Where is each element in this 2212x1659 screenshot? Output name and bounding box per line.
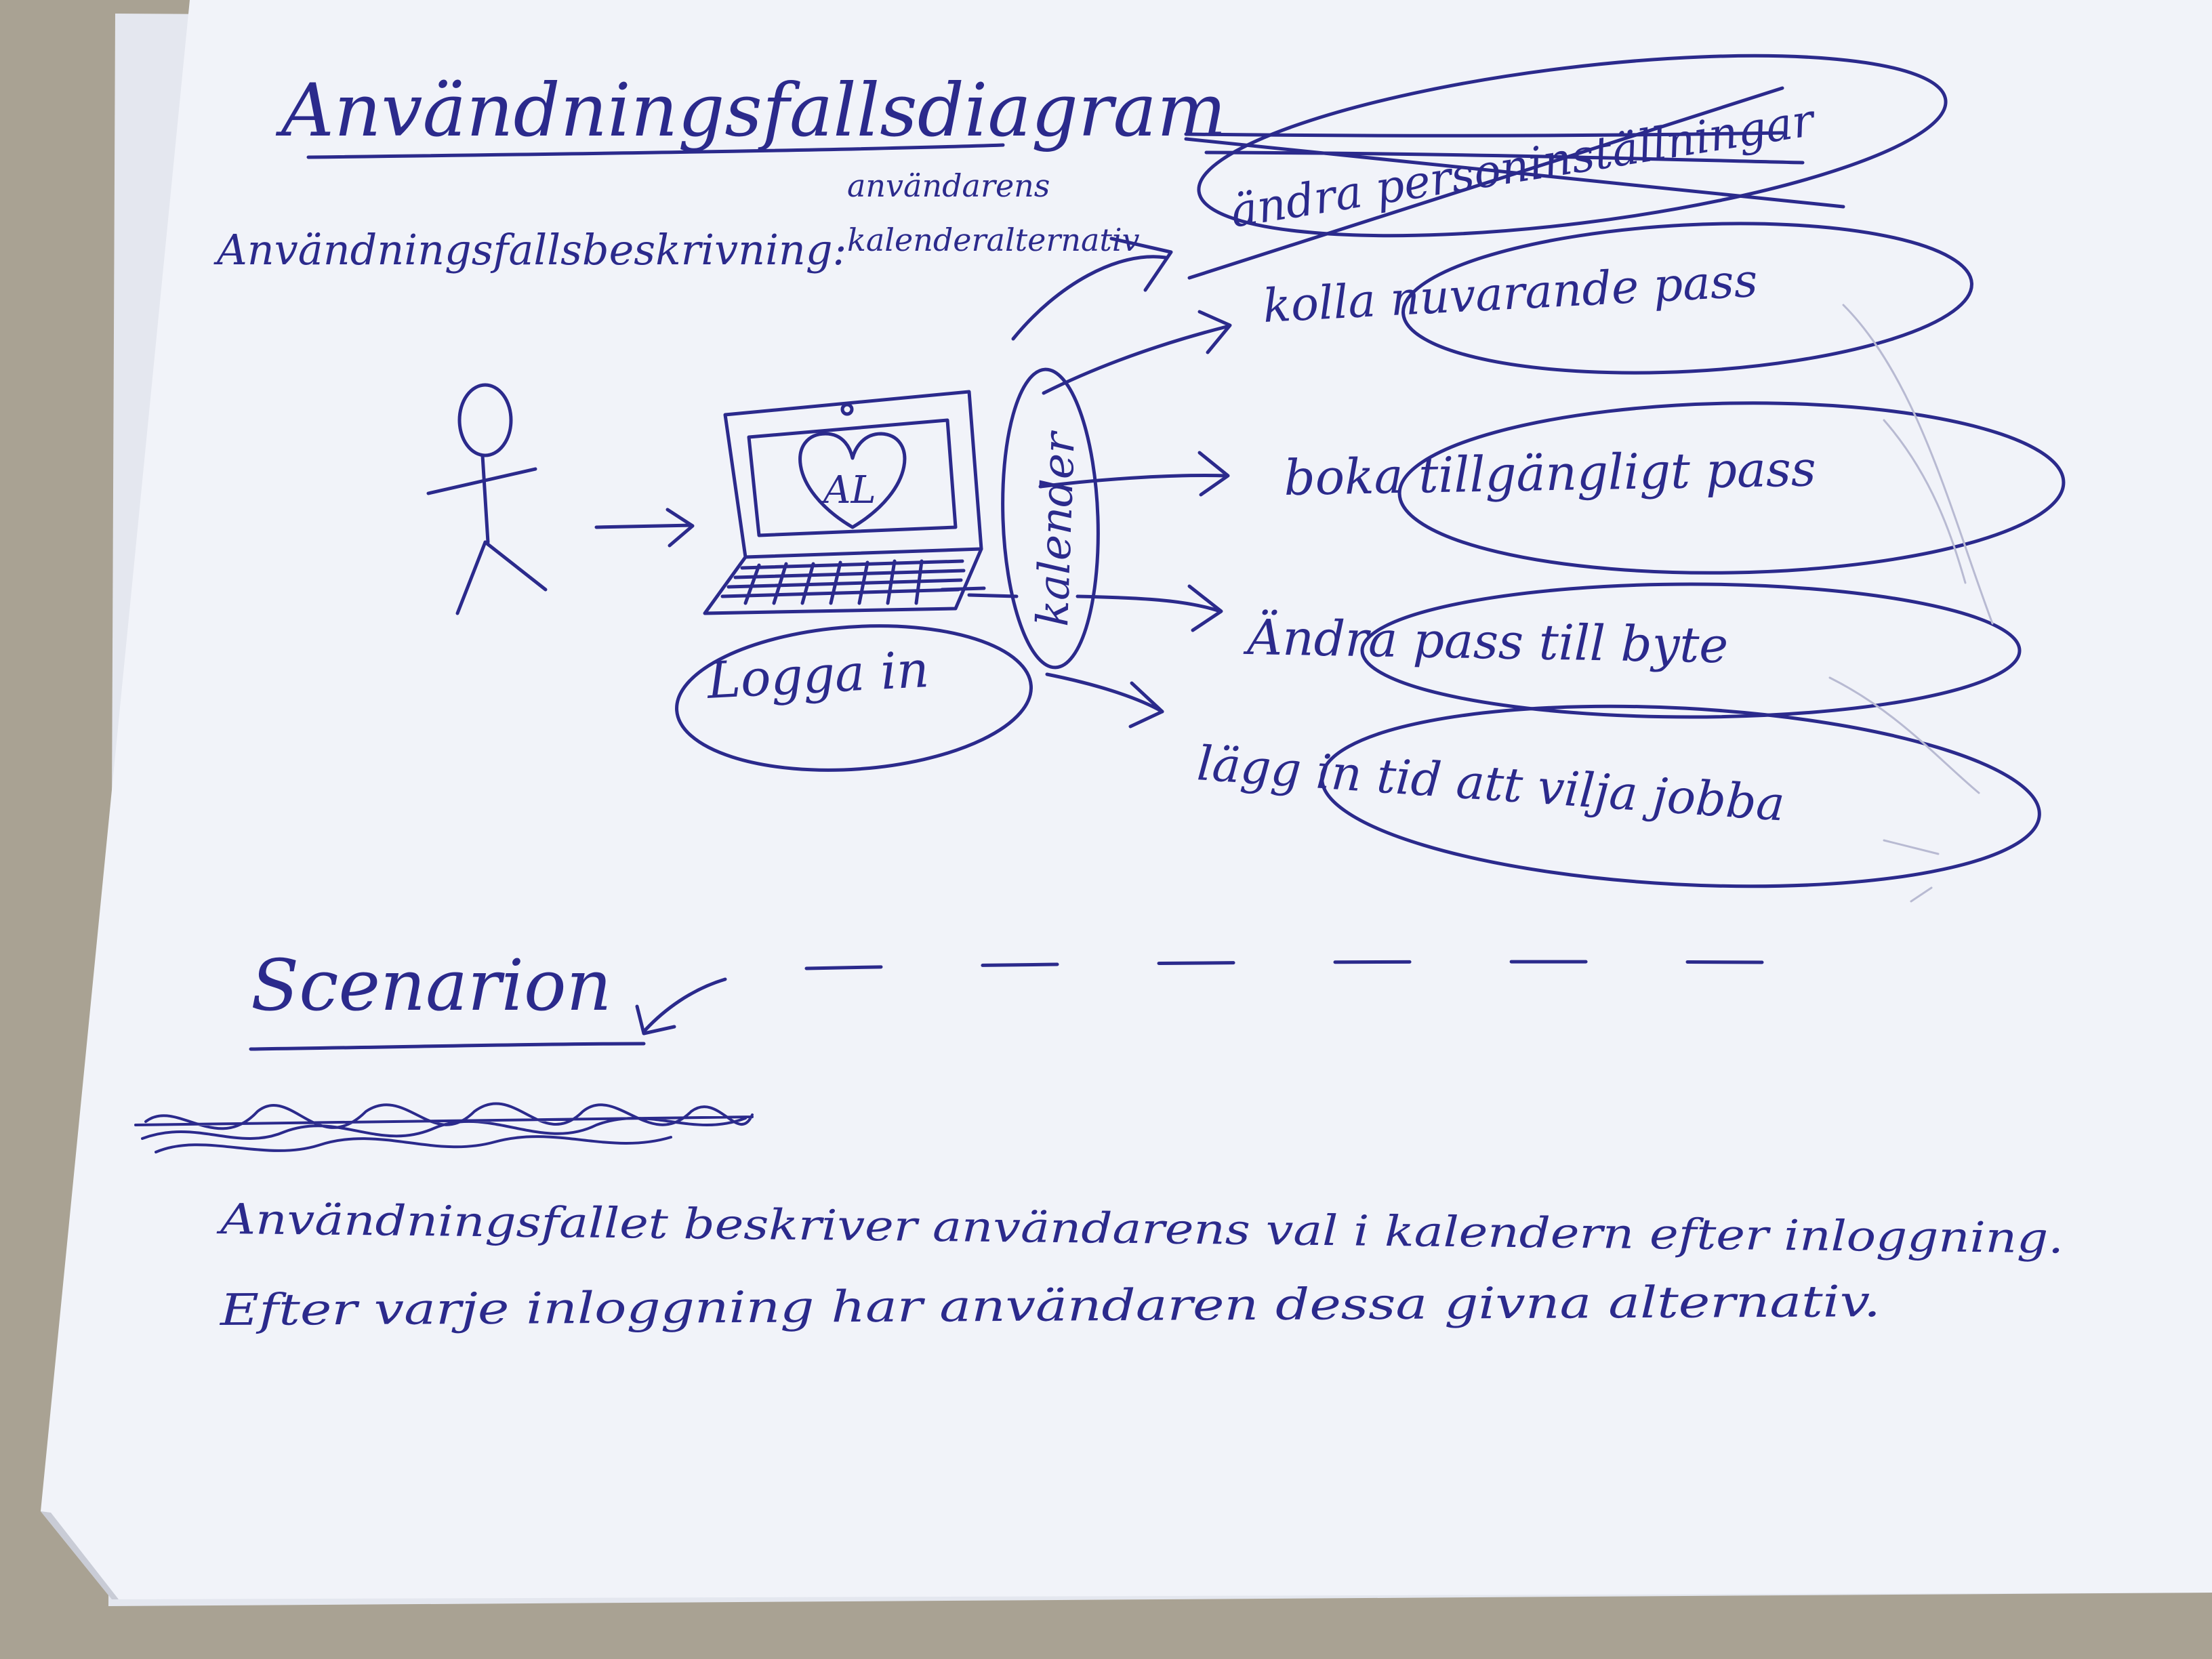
paper-shadow-edge [41,1511,119,1599]
paper-sheet [41,0,2212,1599]
strike-line-3 [1184,131,1784,138]
strike-line-2 [1187,86,1784,280]
use-case-ellipse-4 [1320,704,2041,888]
laptop-logo-text: AL [820,468,876,512]
diagram-title: Användningsfallsdiagram [275,68,1226,153]
arrow-actor-to-laptop [594,508,695,548]
description-value-line2: kalenderalternativ [847,222,1140,258]
use-case-ellipse-login [675,624,1033,772]
actor-stick-figure [426,383,548,615]
use-case-ellipse-2 [1397,401,2066,575]
scenario-text-line2: Efter varje inloggning har användaren de… [219,1277,1881,1336]
scenario-heading: Scenarion [251,944,612,1027]
description-value-line1: användarens [847,167,1050,204]
faint-line-right [1828,304,1994,903]
description-label: Användningsfallsbeskrivning: [213,225,846,274]
use-case-ellipse-1 [1401,222,1973,375]
use-case-ellipse-0 [1197,54,1948,238]
arrow-to-scenario [635,977,727,1036]
arrow-to-use-case-4 [1045,672,1164,729]
laptop-icon [703,390,986,615]
system-kalender-ellipse [1001,367,1100,670]
system-kalender-label: kalender [1028,430,1085,628]
scenario-heading-underline [249,1042,646,1051]
arrow-to-use-case-1 [1042,310,1232,395]
arrow-to-use-case-3 [1076,584,1223,632]
arrow-laptop-to-kalender [967,593,1019,598]
use-case-label-3: Ändra pass till byte [1243,608,1729,674]
login-use-case-label: Logga in [704,640,930,710]
use-case-ellipse-3 [1360,582,2022,719]
use-case-label-2: boka tillgängligt pass [1284,440,1817,506]
heart-logo-icon [798,432,907,529]
title-underline [306,143,1005,159]
scribbled-out-text [134,1102,754,1153]
arrow-to-use-case-0 [1011,237,1173,341]
arrow-to-use-case-2 [1038,451,1230,497]
strike-line-4 [1204,150,1805,165]
